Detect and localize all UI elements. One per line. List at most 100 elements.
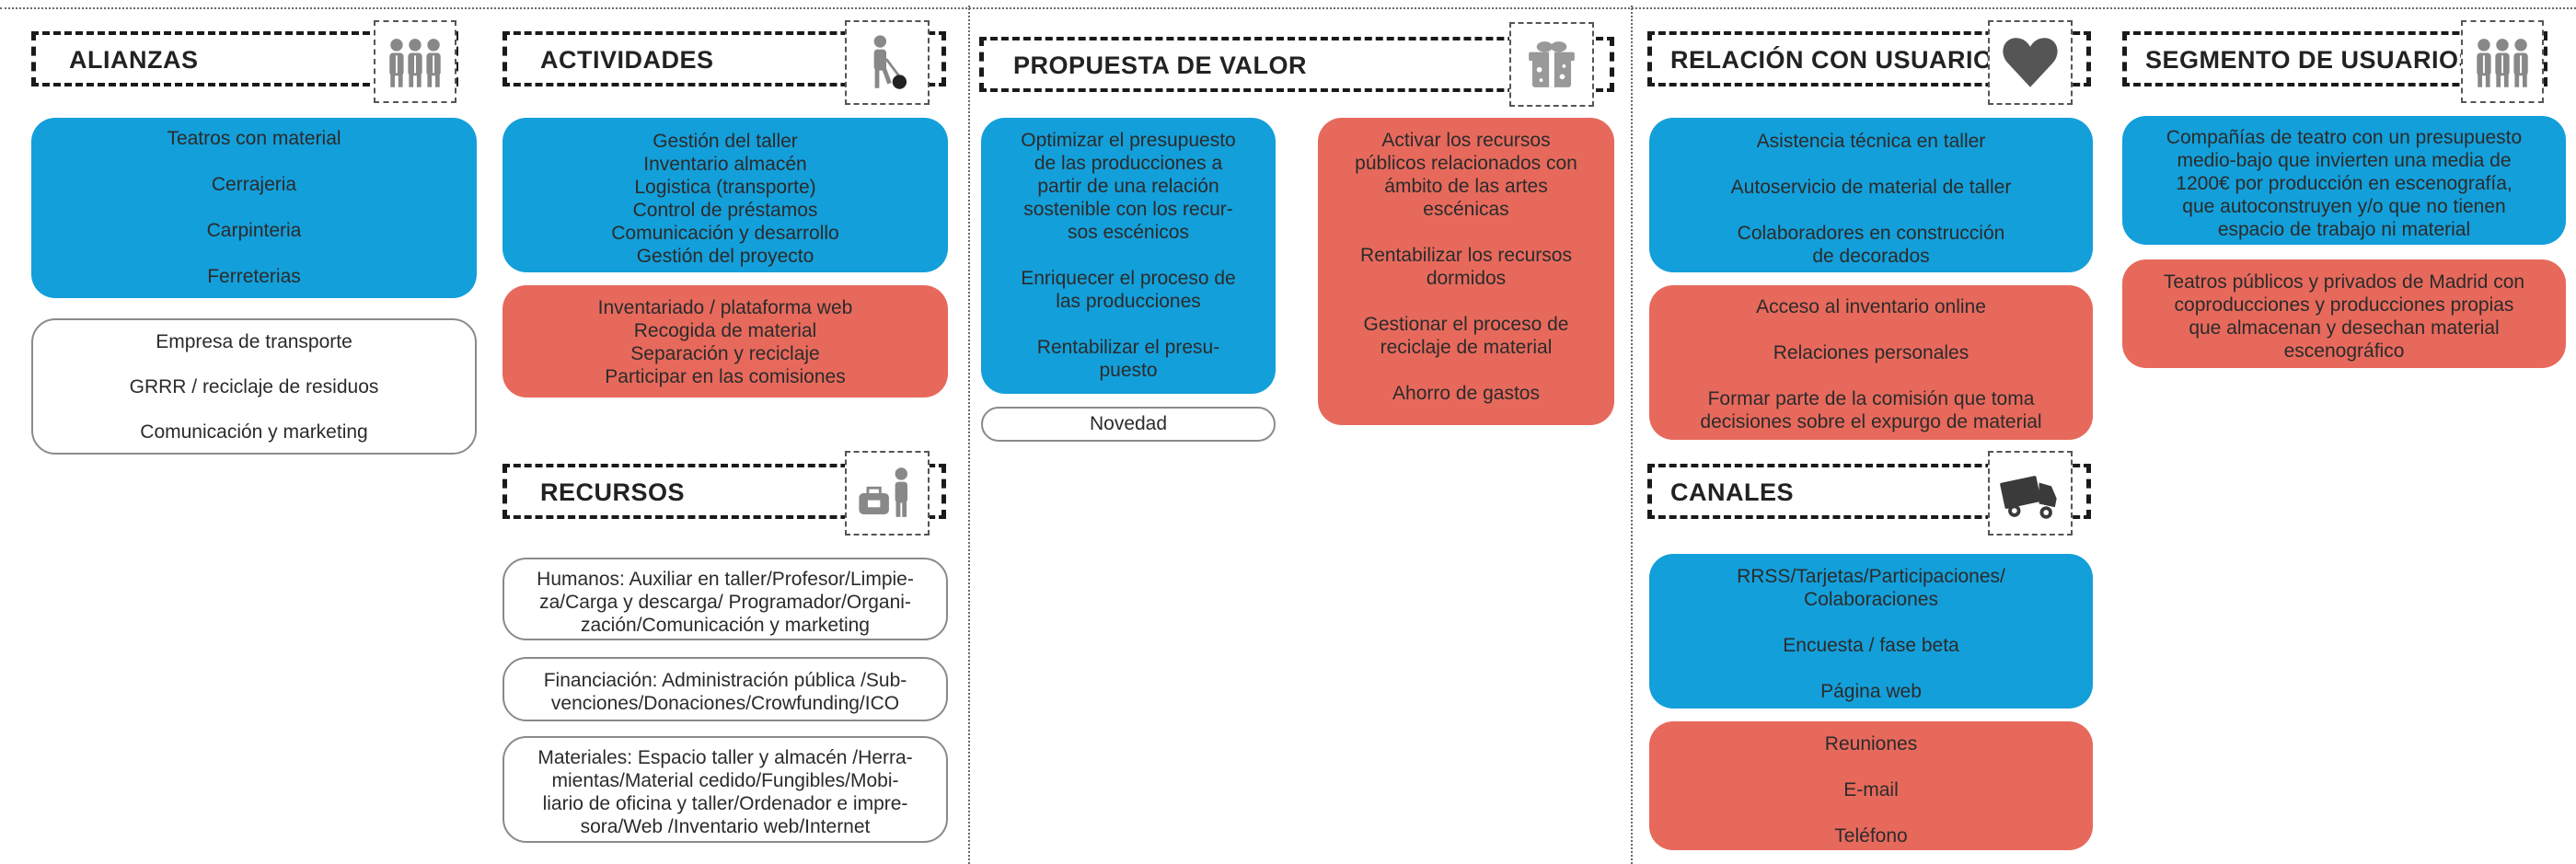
recursos-humanos-box: Humanos: Auxiliar en taller/Profesor/Lim… xyxy=(502,558,948,640)
alianza-item: Comunicación y marketing xyxy=(140,421,368,443)
relacion-item: Autoservicio de material de taller xyxy=(1730,177,2012,198)
segmento-line: medio-bajo que invierten una media de xyxy=(2177,150,2512,171)
actividad-item: Logistica (transporte) xyxy=(634,177,816,198)
actividad-item: Inventario almacén xyxy=(643,154,807,175)
propuesta-red-box: Activar los recursos públicos relacionad… xyxy=(1318,118,1614,425)
segmento-line: que autoconstruyen y/o que no tienen xyxy=(2182,196,2506,217)
alianza-item: GRRR / reciclaje de residuos xyxy=(129,376,379,397)
segmento-line: 1200€ por producción en escenografía, xyxy=(2176,173,2512,194)
segmento-line: espacio de trabajo ni material xyxy=(2217,219,2471,240)
actividades-red-box: Inventariado / plataforma web Recogida d… xyxy=(502,285,948,397)
canales-blue-box: RRSS/Tarjetas/Participaciones/ Colaborac… xyxy=(1649,554,2093,708)
recurso-line: Materiales: Espacio taller y almacén /He… xyxy=(537,747,913,768)
canal-item: Encuesta / fase beta xyxy=(1783,635,1959,656)
relacion-item: decisiones sobre el expurgo de material xyxy=(1700,411,2042,432)
recursos-materiales-box: Materiales: Espacio taller y almacén /He… xyxy=(502,736,948,843)
novedad-box: Novedad xyxy=(981,407,1276,442)
top-border xyxy=(0,7,2576,9)
canal-item: E-mail xyxy=(1843,779,1899,801)
relacion-red-box: Acceso al inventario online Relaciones p… xyxy=(1649,285,2093,440)
canales-title: CANALES xyxy=(1670,478,1795,506)
propuesta-line: Activar los recursos xyxy=(1381,130,1551,151)
recurso-line: Financiación: Administración pública /Su… xyxy=(543,670,907,691)
truck-icon xyxy=(1988,451,2073,536)
actividad-item: Separación y reciclaje xyxy=(630,343,820,364)
canales-red-box: Reuniones E-mail Teléfono xyxy=(1649,721,2093,850)
segmento-line: Compañías de teatro con un presupuesto xyxy=(2166,127,2523,148)
propuesta-line: las producciones xyxy=(1056,291,1201,312)
propuesta-line: Rentabilizar los recursos xyxy=(1360,245,1572,266)
segmento-line: coproducciones y producciones propias xyxy=(2174,294,2514,316)
alianza-item: Empresa de transporte xyxy=(156,331,352,352)
relacion-title: RELACIÓN CON USUARIOS xyxy=(1670,46,2011,74)
actividad-item: Participar en las comisiones xyxy=(605,366,846,387)
propuesta-line: Enriquecer el proceso de xyxy=(1021,268,1236,289)
alianzas-title: ALIANZAS xyxy=(69,46,199,74)
alianza-item: Cerrajeria xyxy=(211,174,297,195)
segmento-title: SEGMENTO DE USUARIOS xyxy=(2145,46,2477,74)
worker-toolbox-icon xyxy=(845,451,930,536)
column-separator xyxy=(968,6,970,864)
recurso-line: Humanos: Auxiliar en taller/Profesor/Lim… xyxy=(537,569,914,590)
actividad-item: Control de préstamos xyxy=(632,200,818,221)
propuesta-line: escénicas xyxy=(1423,199,1509,220)
propuesta-line: Gestionar el proceso de xyxy=(1363,314,1569,335)
novedad-label: Novedad xyxy=(1089,413,1168,434)
actividad-item: Inventariado / plataforma web xyxy=(597,297,853,318)
worker-cart-icon xyxy=(845,20,930,105)
alianza-item: Carpinteria xyxy=(206,220,302,241)
alianzas-blue-box: Teatros con material Cerrajeria Carpinte… xyxy=(31,118,477,298)
segmento-line: Teatros públicos y privados de Madrid co… xyxy=(2163,271,2525,293)
recursos-financiacion-box: Financiación: Administración pública /Su… xyxy=(502,657,948,721)
gift-icon xyxy=(1509,22,1594,107)
alianzas-white-box: Empresa de transporte GRRR / reciclaje d… xyxy=(31,318,477,455)
propuesta-line: dormidos xyxy=(1426,268,1507,289)
recurso-line: sora/Web /Inventario web/Internet xyxy=(580,816,871,837)
propuesta-line: Rentabilizar el presu- xyxy=(1036,337,1220,358)
alianza-item: Teatros con material xyxy=(167,128,341,149)
heart-icon xyxy=(1988,20,2073,105)
propuesta-header: PROPUESTA DE VALOR xyxy=(979,37,1614,92)
actividades-title: ACTIVIDADES xyxy=(540,46,714,74)
people-icon xyxy=(2461,20,2544,103)
relacion-item: Formar parte de la comisión que toma xyxy=(1707,388,2035,409)
relacion-item: de decorados xyxy=(1812,246,1930,267)
recurso-line: liario de oficina y taller/Ordenador e i… xyxy=(542,793,908,814)
people-icon xyxy=(374,20,456,103)
actividad-item: Recogida de material xyxy=(633,320,817,341)
propuesta-line: partir de una relación xyxy=(1037,176,1219,197)
actividad-item: Gestión del proyecto xyxy=(636,246,814,267)
canal-item: Página web xyxy=(1820,681,1922,702)
actividad-item: Gestión del taller xyxy=(653,131,798,152)
recursos-title: RECURSOS xyxy=(540,478,686,506)
propuesta-line: sostenible con los recur- xyxy=(1023,199,1233,220)
segmento-line: que almacenan y desechan material xyxy=(2189,317,2500,339)
propuesta-line: públicos relacionados con xyxy=(1355,153,1577,174)
canal-item: Reuniones xyxy=(1824,733,1918,755)
canal-item: Colaboraciones xyxy=(1804,589,1938,610)
propuesta-line: puesto xyxy=(1099,360,1158,381)
propuesta-line: Optimizar el presupuesto xyxy=(1021,130,1236,151)
relacion-item: Relaciones personales xyxy=(1773,342,1970,363)
segmento-line: escenográfico xyxy=(2283,340,2405,362)
column-separator xyxy=(1631,6,1633,864)
propuesta-blue-box: Optimizar el presupuesto de las producci… xyxy=(981,118,1276,394)
recurso-line: venciones/Donaciones/Crowfunding/ICO xyxy=(550,693,900,714)
propuesta-line: reciclaje de material xyxy=(1380,337,1553,358)
relacion-blue-box: Asistencia técnica en taller Autoservici… xyxy=(1649,118,2093,272)
segmento-red-box: Teatros públicos y privados de Madrid co… xyxy=(2122,259,2566,368)
recurso-line: zación/Comunicación y marketing xyxy=(581,615,870,636)
actividades-blue-box: Gestión del taller Inventario almacén Lo… xyxy=(502,118,948,272)
actividad-item: Comunicación y desarrollo xyxy=(611,223,839,244)
recurso-line: za/Carga y descarga/ Programador/Organi- xyxy=(539,592,911,613)
relacion-item: Asistencia técnica en taller xyxy=(1756,131,1986,152)
recurso-line: mientas/Material cedido/Fungibles/Mobi- xyxy=(551,770,899,791)
propuesta-line: ámbito de las artes xyxy=(1384,176,1548,197)
alianza-item: Ferreterias xyxy=(207,266,301,287)
relacion-item: Colaboradores en construcción xyxy=(1737,223,2005,244)
canal-item: RRSS/Tarjetas/Participaciones/ xyxy=(1737,566,2005,587)
propuesta-line: Ahorro de gastos xyxy=(1392,383,1540,404)
relacion-item: Acceso al inventario online xyxy=(1756,296,1986,317)
propuesta-line: sos escénicos xyxy=(1068,222,1189,243)
propuesta-title: PROPUESTA DE VALOR xyxy=(1013,52,1308,79)
